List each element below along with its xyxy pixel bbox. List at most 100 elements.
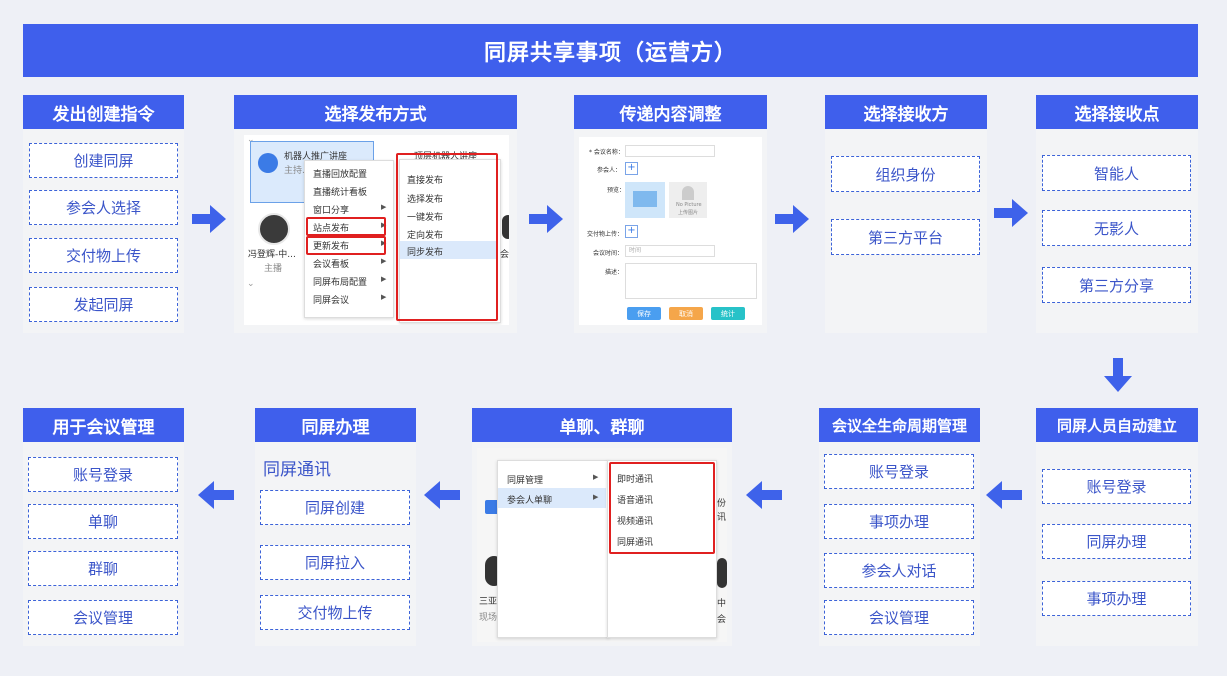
avatar-icon — [258, 153, 278, 173]
submenu-item-hover-bg — [400, 241, 498, 259]
preview-image-inner — [633, 191, 657, 207]
context-menu — [497, 460, 609, 638]
menu-item[interactable]: 同屏会议 — [313, 296, 350, 306]
option-org-identity: 组织身份 — [831, 156, 980, 192]
step-title: 同屏办理 — [255, 408, 416, 442]
bg-icon — [485, 500, 499, 514]
stream-card-subtitle: 主持... — [284, 166, 311, 176]
option-create-screen: 创建同屏 — [29, 143, 178, 178]
menu-item[interactable]: 直播回放配置 — [313, 170, 368, 180]
arrow-right-icon — [529, 205, 563, 233]
menu-item-attendee-chat[interactable]: 参会人单聊 — [507, 496, 553, 506]
step-meeting-manage: 用于会议管理 账号登录 单聊 群聊 会议管理 — [23, 408, 184, 646]
chat-screenshot: 三亚郊 现场 同屏管理 ▶ 参会人单聊 ▶ 即时通讯 语音通讯 视频通讯 同屏通… — [477, 448, 727, 642]
form-label: 描述： — [605, 269, 624, 276]
menu-item[interactable]: 窗口分享 — [313, 206, 350, 216]
arrow-left-icon — [986, 481, 1022, 509]
option-single-chat: 单聊 — [28, 504, 178, 539]
option-upload-deliverable: 交付物上传 — [29, 238, 178, 273]
option-item-handle: 事项办理 — [824, 504, 974, 539]
chevron-right-icon: ▶ — [381, 239, 387, 247]
person-role: 主播 — [264, 264, 283, 274]
form-screenshot: * 会议名称： 参会人： + 预览： No Picture 上传图片 交付物上传… — [579, 137, 762, 325]
step-title: 传递内容调整 — [574, 95, 767, 129]
edge-text: 三亚郊 — [479, 597, 507, 607]
plus-icon[interactable]: + — [625, 162, 638, 175]
step-title: 选择接收点 — [1036, 95, 1198, 129]
submenu — [607, 460, 717, 638]
placeholder-figure — [682, 186, 694, 200]
arrow-left-icon — [424, 481, 460, 509]
cancel-button[interactable]: 取消 — [669, 307, 703, 320]
option-upload-deliverable: 交付物上传 — [260, 595, 410, 630]
save-button[interactable]: 保存 — [627, 307, 661, 320]
step-title: 用于会议管理 — [23, 408, 184, 442]
arrow-left-icon — [198, 481, 234, 509]
form-label: 预览： — [607, 187, 626, 194]
chevron-down-icon: ⌄ — [247, 135, 255, 145]
form-label: * 会议名称： — [589, 149, 624, 156]
option-third-party-share: 第三方分享 — [1042, 267, 1191, 303]
publish-screenshot: ⌄ 机器人推广讲座 主持... 冯登辉-中... 主播 ⌄ 直播回放配置 直播统… — [244, 135, 509, 325]
chevron-right-icon: ▶ — [381, 203, 387, 211]
screen-comm-link[interactable]: 同屏通讯 — [263, 460, 331, 480]
option-select-attendees: 参会人选择 — [29, 190, 178, 225]
description-input[interactable] — [625, 263, 757, 299]
option-screen-create: 同屏创建 — [260, 490, 410, 525]
submenu-item[interactable]: 定向发布 — [407, 231, 444, 241]
no-picture-text: No Picture — [676, 202, 702, 208]
menu-item-site-publish[interactable]: 站点发布 — [313, 224, 350, 234]
menu-item[interactable]: 直播统计看板 — [313, 188, 368, 198]
highlight-submenu — [396, 153, 498, 321]
step-choose-publish: 选择发布方式 ⌄ 机器人推广讲座 主持... 冯登辉-中... 主播 ⌄ 直播回… — [234, 95, 517, 333]
chevron-right-icon: ▶ — [381, 275, 387, 283]
step-auto-create: 同屏人员自动建立 账号登录 同屏办理 事项办理 — [1036, 408, 1198, 646]
step-choose-receiver: 选择接收方 组织身份 第三方平台 — [825, 95, 987, 333]
arrow-left-icon — [746, 481, 782, 509]
stream-card-title: 机器人推广讲座 — [284, 152, 348, 162]
submenu-item[interactable]: 即时通讯 — [617, 475, 654, 485]
submenu-item-sync-publish[interactable]: 同步发布 — [407, 248, 444, 258]
edge-text: 讯 — [717, 513, 727, 523]
menu-item-update-publish[interactable]: 更新发布 — [313, 242, 350, 252]
submenu-item[interactable]: 视频通讯 — [617, 517, 654, 527]
person-avatar — [258, 213, 290, 245]
form-label: 参会人： — [597, 167, 622, 174]
step-create-command: 发出创建指令 创建同屏 参会人选择 交付物上传 发起同屏 — [23, 95, 184, 333]
highlight-update-publish — [306, 236, 386, 255]
chevron-right-icon: ▶ — [381, 293, 387, 301]
edge-avatar — [717, 558, 727, 588]
menu-item[interactable]: 会议看板 — [313, 260, 350, 270]
submenu-item[interactable]: 语音通讯 — [617, 496, 654, 506]
submenu-item[interactable]: 同屏通讯 — [617, 538, 654, 548]
step-title: 同屏人员自动建立 — [1036, 408, 1198, 442]
edge-text: 会 — [717, 615, 727, 625]
edge-text: 会世 — [500, 250, 509, 260]
option-account-login: 账号登录 — [824, 454, 974, 489]
menu-item-screen-manage[interactable]: 同屏管理 — [507, 476, 544, 486]
step-adjust-content: 传递内容调整 * 会议名称： 参会人： + 预览： No Picture 上传图… — [574, 95, 767, 333]
step-title: 单聊、群聊 — [472, 408, 732, 442]
step-title: 会议全生命周期管理 — [819, 408, 980, 442]
option-smart-person: 智能人 — [1042, 155, 1191, 191]
form-label: 会议时间： — [593, 250, 624, 257]
submenu-item[interactable]: 选择发布 — [407, 195, 444, 205]
arrow-right-icon — [994, 199, 1028, 227]
option-screen-handle: 同屏办理 — [1042, 524, 1191, 559]
step-screen-handle: 同屏办理 同屏通讯 同屏创建 同屏拉入 交付物上传 — [255, 408, 416, 646]
edge-text: 现场 — [479, 613, 498, 623]
submenu-item[interactable]: 直接发布 — [407, 176, 444, 186]
edge-text: 份 — [717, 499, 727, 509]
meeting-name-input[interactable] — [625, 145, 715, 157]
plus-icon[interactable]: + — [625, 225, 638, 238]
meeting-time-input[interactable]: 时间 — [625, 245, 715, 257]
option-meeting-manage: 会议管理 — [28, 600, 178, 635]
step-title: 选择接收方 — [825, 95, 987, 129]
highlight-site-publish — [306, 217, 386, 236]
stats-button[interactable]: 统计 — [711, 307, 745, 320]
menu-item[interactable]: 同屏布局配置 — [313, 278, 368, 288]
submenu-item[interactable]: 一键发布 — [407, 213, 444, 223]
option-item-handle: 事项办理 — [1042, 581, 1191, 616]
form-label: 交付物上传： — [587, 231, 624, 238]
stream-card-title: 顶层机器人讲座 — [414, 152, 478, 162]
